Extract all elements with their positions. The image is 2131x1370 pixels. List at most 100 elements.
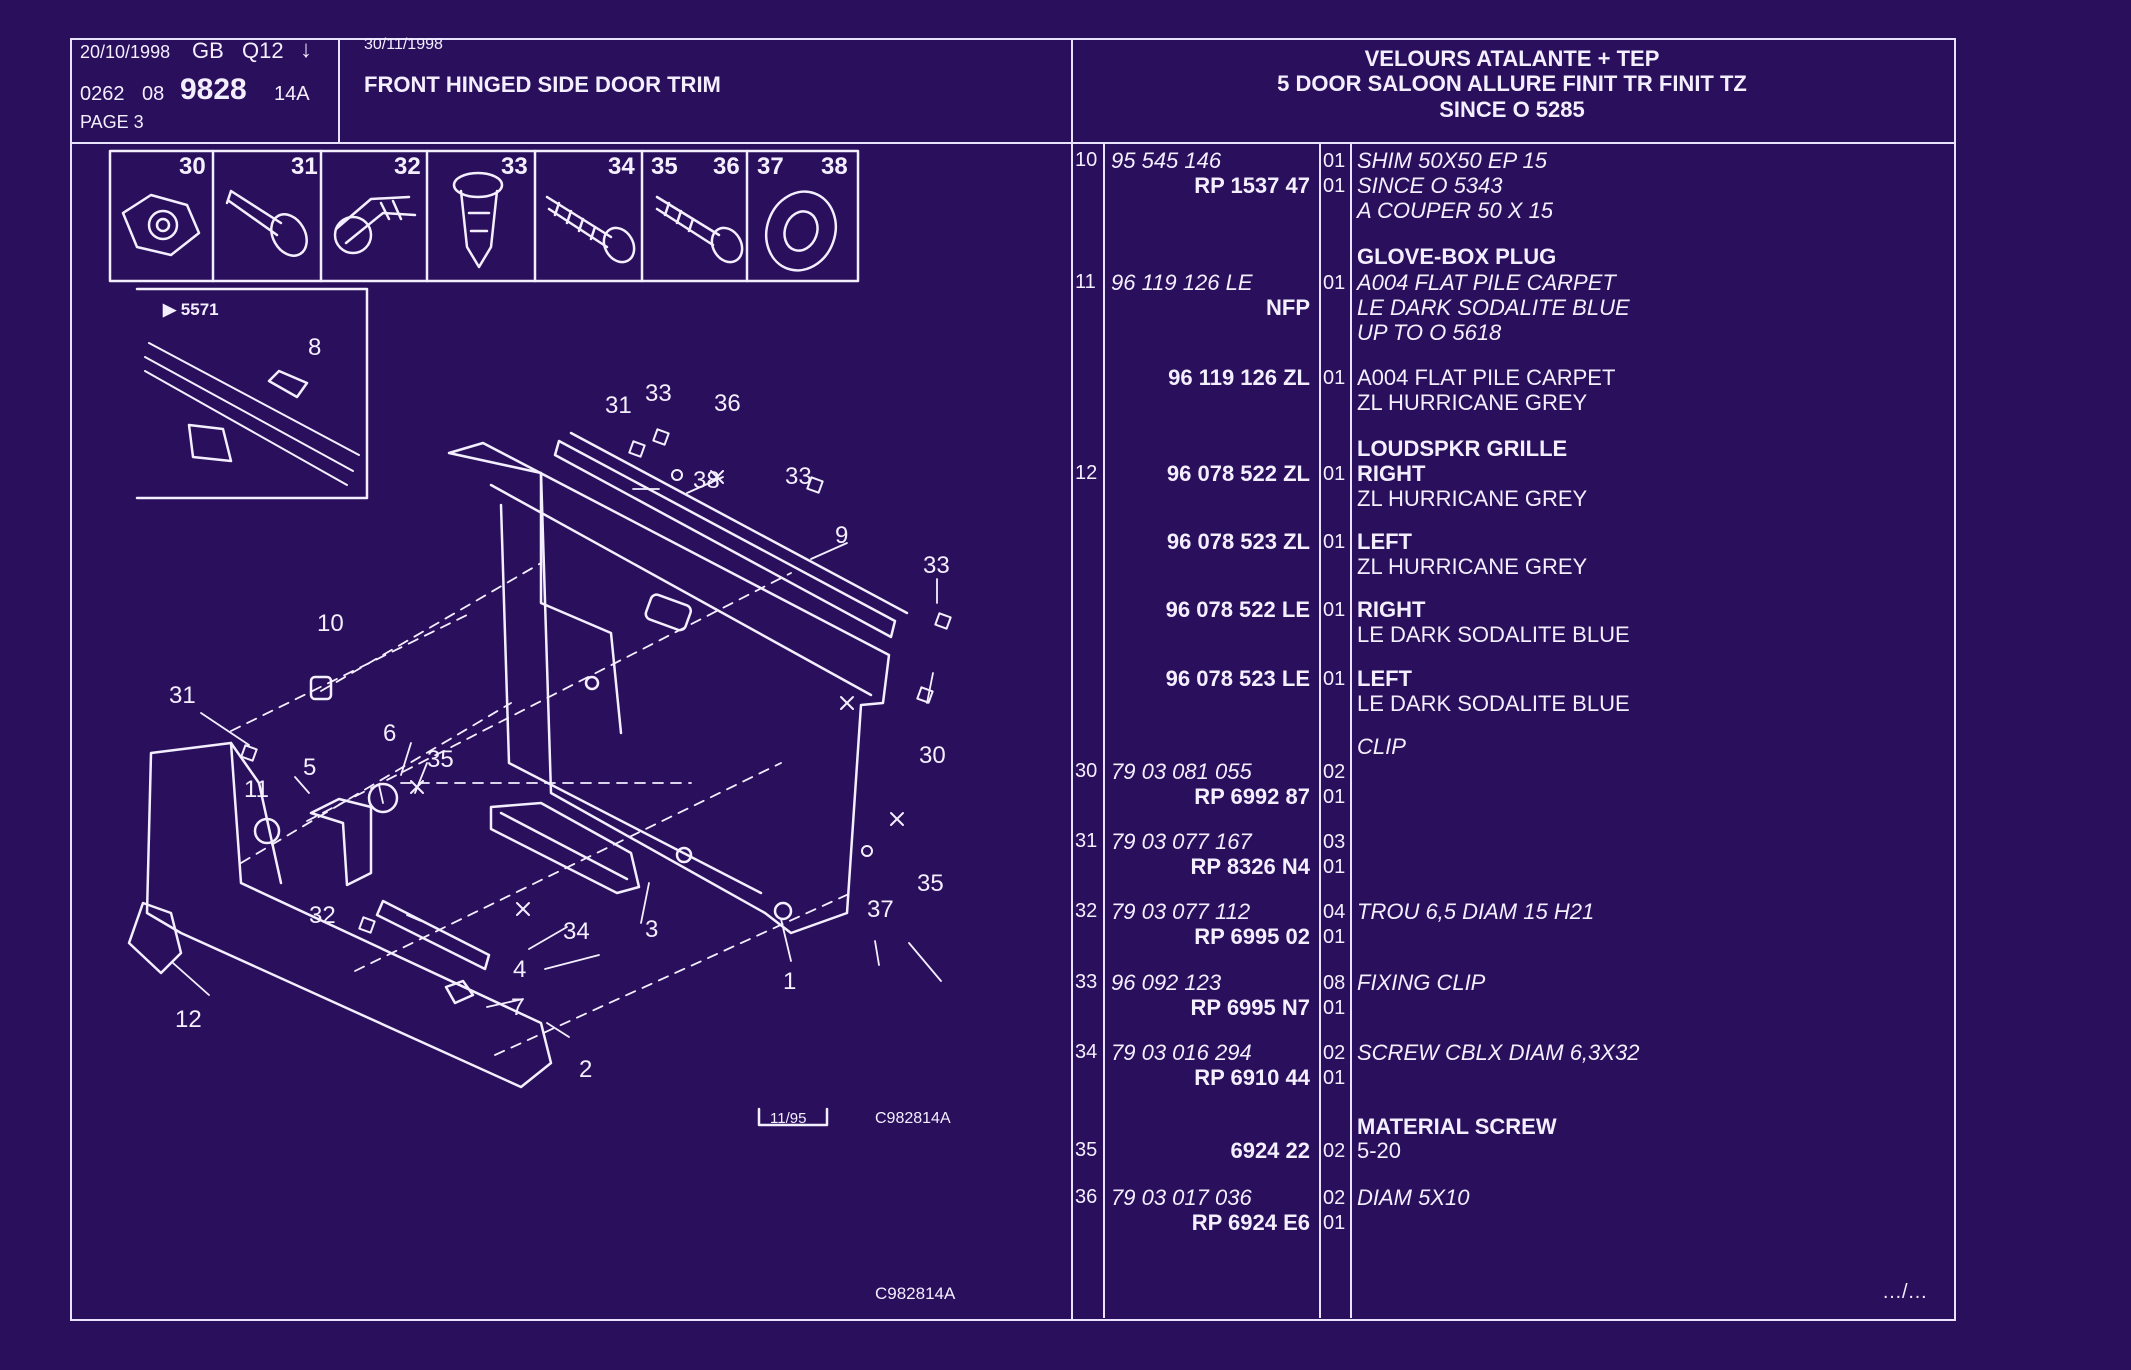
row-part-ref: 79 03 077 112 — [1111, 899, 1251, 924]
row-description: LEFT — [1357, 666, 1412, 691]
row-description: SCREW CBLX DIAM 6,3X32 — [1357, 1040, 1640, 1065]
row-part-ref: 96 078 523 ZL — [1166, 529, 1310, 554]
thumb-33: 33 — [501, 153, 528, 180]
row-description: ZL HURRICANE GREY — [1357, 486, 1588, 511]
row-qty: 08 — [1323, 972, 1346, 994]
row-part-ref: 96 092 123 — [1111, 970, 1222, 995]
ref-main: 9828 — [180, 73, 247, 106]
row-qty: 01 — [1323, 272, 1346, 294]
col-ref-divider — [1319, 143, 1321, 1318]
row-item-number: 31 — [1075, 830, 1098, 852]
door-trim-panel — [127, 431, 909, 1089]
row-part-ref: 6924 22 — [1230, 1138, 1310, 1163]
row-qty: 01 — [1323, 786, 1346, 808]
row-description: ZL HURRICANE GREY — [1357, 390, 1588, 415]
row-qty: 01 — [1323, 1067, 1346, 1089]
row-qty: 02 — [1323, 761, 1346, 783]
row-description: SHIM 50X50 EP 15 — [1357, 148, 1547, 173]
row-description: FIXING CLIP — [1357, 970, 1486, 995]
thumb-32: 32 — [394, 153, 421, 180]
row-part-ref: RP 1537 47 — [1194, 173, 1310, 198]
callout-31-top: 31 — [605, 392, 632, 419]
callout-31-left: 31 — [169, 682, 196, 709]
row-description: 5-20 — [1357, 1138, 1402, 1163]
issue-date: 20/10/1998 — [80, 42, 171, 62]
row-description: RIGHT — [1357, 461, 1426, 486]
row-qty: 01 — [1323, 997, 1346, 1019]
row-part-ref: 79 03 017 036 — [1111, 1185, 1252, 1210]
callout-6: 6 — [383, 720, 396, 747]
washer-37-38-icon — [764, 190, 838, 272]
thumb-36: 36 — [713, 153, 740, 180]
revision-date: 30/11/1998 — [364, 36, 443, 53]
row-qty: 03 — [1323, 831, 1346, 853]
row-description: A004 FLAT PILE CARPET — [1357, 365, 1616, 390]
screw-34-icon — [545, 195, 636, 264]
callout-35-left: 35 — [427, 746, 454, 773]
row-part-ref: 79 03 081 055 — [1111, 759, 1252, 784]
row-qty: 01 — [1323, 668, 1346, 690]
row-qty: 01 — [1323, 150, 1346, 172]
col-item-divider — [1103, 143, 1105, 1318]
row-item-number: 35 — [1075, 1139, 1098, 1161]
ref-c: 14A — [274, 83, 310, 105]
row-part-ref: RP 6924 E6 — [1191, 1210, 1310, 1235]
thumbnail-strip — [108, 149, 860, 283]
row-qty: 01 — [1323, 175, 1346, 197]
model-line: 5 DOOR SALOON ALLURE FINIT TR FINIT TZ — [1277, 71, 1747, 96]
row-part-ref: 79 03 077 167 — [1111, 829, 1252, 854]
row-part-ref: RP 8326 N4 — [1190, 854, 1310, 879]
callout-36: 36 — [714, 390, 741, 417]
callout-34: 34 — [563, 918, 590, 945]
row-qty: 01 — [1323, 367, 1346, 389]
row-description: MATERIAL SCREW — [1357, 1114, 1557, 1139]
row-qty: 02 — [1323, 1187, 1346, 1209]
drawing-code-footer: C982814A — [875, 1284, 956, 1303]
row-part-ref: 96 078 522 LE — [1165, 597, 1310, 622]
row-item-number: 33 — [1075, 971, 1098, 993]
row-part-ref: RP 6995 02 — [1194, 924, 1310, 949]
callout-35-right: 35 — [917, 870, 944, 897]
inset-ref: ▶ 5571 — [162, 300, 219, 319]
arrow-down-icon: ↓ — [300, 36, 312, 63]
row-description: TROU 6,5 DIAM 15 H21 — [1357, 899, 1595, 924]
header-split-left — [338, 38, 340, 143]
center-divider — [1071, 38, 1073, 1319]
callout-1: 1 — [783, 968, 796, 995]
callout-30: 30 — [919, 742, 946, 769]
row-item-number: 12 — [1075, 462, 1098, 484]
row-item-number: 32 — [1075, 900, 1098, 922]
clip-32-icon — [333, 195, 417, 255]
row-qty: 02 — [1323, 1042, 1346, 1064]
row-part-ref: 95 545 146 — [1111, 148, 1222, 173]
callout-7: 7 — [511, 994, 524, 1021]
callout-11: 11 — [244, 776, 269, 803]
callout-33-mid: 33 — [785, 463, 812, 490]
ref-a: 0262 — [80, 83, 125, 105]
clip-30-icon — [121, 193, 201, 257]
trim-title: VELOURS ATALANTE + TEP — [1364, 46, 1660, 71]
row-description: SINCE O 5343 — [1357, 173, 1503, 198]
thumb-34: 34 — [608, 153, 635, 180]
callout-8: 8 — [308, 334, 321, 361]
row-item-number: 34 — [1075, 1041, 1098, 1063]
callout-33-right: 33 — [923, 552, 950, 579]
col-qty-divider — [1350, 143, 1352, 1318]
row-qty: 01 — [1323, 599, 1346, 621]
page-number: PAGE 3 — [80, 112, 144, 132]
row-part-ref: RP 6992 87 — [1194, 784, 1310, 809]
row-description: DIAM 5X10 — [1357, 1185, 1470, 1210]
callout-3: 3 — [645, 916, 658, 943]
parts-sheet — [70, 38, 1956, 1321]
row-part-ref: RP 6910 44 — [1194, 1065, 1310, 1090]
row-description: LE DARK SODALITE BLUE — [1357, 622, 1630, 647]
row-description: GLOVE-BOX PLUG — [1357, 244, 1557, 269]
row-item-number: 36 — [1075, 1186, 1098, 1208]
continued-marker: …/… — [1882, 1281, 1928, 1303]
callout-9: 9 — [835, 522, 848, 549]
row-description: UP TO O 5618 — [1357, 320, 1502, 345]
date-stamp: 11/95 — [770, 1110, 806, 1127]
row-item-number: 30 — [1075, 760, 1098, 782]
since-line: SINCE O 5285 — [1439, 97, 1585, 122]
row-part-ref: RP 6995 N7 — [1190, 995, 1310, 1020]
